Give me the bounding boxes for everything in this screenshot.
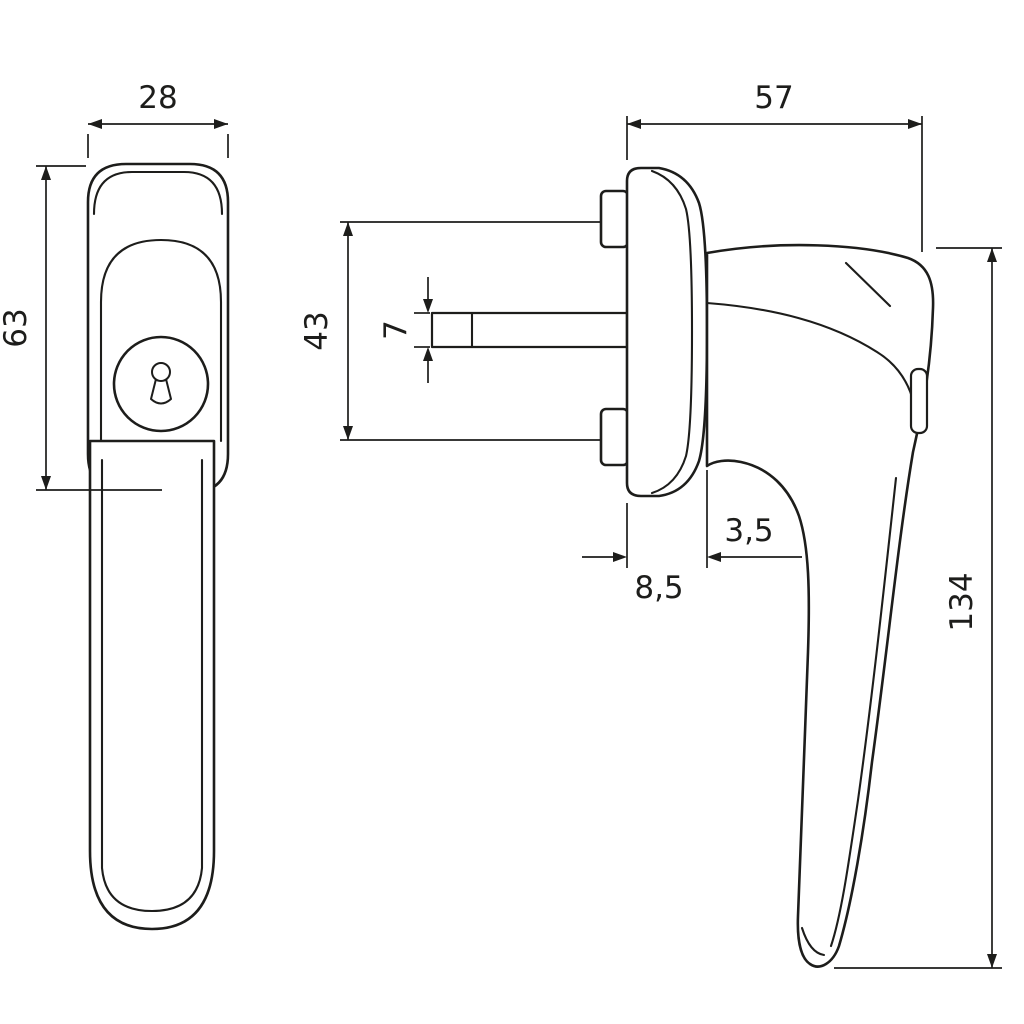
dim-spindle: 7 <box>378 277 433 383</box>
dim-front-width: 28 <box>87 80 229 158</box>
dimension-label-134: 134 <box>944 572 980 631</box>
arrowhead <box>41 476 51 490</box>
arrowhead <box>423 347 433 361</box>
arrowhead <box>88 119 102 129</box>
rosette-dome-contour <box>99 238 223 443</box>
handle-tip-contour <box>800 926 826 957</box>
dimension-label-63: 63 <box>0 308 34 347</box>
handle-neck-crease <box>705 301 916 406</box>
arrowhead <box>214 119 228 129</box>
arrowhead <box>707 552 721 562</box>
arrowhead <box>987 248 997 262</box>
dimension-label-28: 28 <box>138 80 177 116</box>
dim-screw-spacing: 43 <box>299 221 600 441</box>
arrowhead <box>627 119 641 129</box>
dim-cover-gap: 3,5 <box>706 470 802 568</box>
arrowhead <box>343 222 353 236</box>
handle-side <box>705 243 935 968</box>
dim-side-depth: 57 <box>626 80 923 252</box>
arrowhead <box>908 119 922 129</box>
dimension-label-3-5: 3,5 <box>724 513 773 549</box>
dim-base-offset: 8,5 <box>582 503 684 606</box>
dimension-label-43: 43 <box>299 311 335 350</box>
dimension-label-57: 57 <box>754 80 793 116</box>
rosette-cover-seam <box>650 169 694 495</box>
handle-chamfer-line <box>844 261 892 308</box>
side-view <box>430 166 935 968</box>
dim-handle-length: 134 <box>834 247 1002 969</box>
dimension-label-8-5: 8,5 <box>634 570 683 606</box>
keyhole <box>150 362 172 405</box>
front-view <box>86 162 230 931</box>
dimension-label-7: 7 <box>378 320 414 340</box>
spindle <box>430 311 629 349</box>
arrowhead <box>423 299 433 313</box>
screw-boss-top <box>599 189 630 249</box>
handle-side-button <box>909 367 929 435</box>
screw-boss-bottom <box>599 407 630 467</box>
rosette-top-chamfer <box>92 170 224 216</box>
arrowhead <box>343 426 353 440</box>
arrowhead <box>987 954 997 968</box>
handle-grip-front <box>88 439 216 931</box>
rosette-side <box>625 166 709 498</box>
dim-rosette-height: 63 <box>0 165 162 491</box>
arrowhead <box>613 552 627 562</box>
handle-grip-side-contour <box>829 476 898 948</box>
arrowhead <box>41 166 51 180</box>
handle-grip-front-contour <box>100 458 204 913</box>
